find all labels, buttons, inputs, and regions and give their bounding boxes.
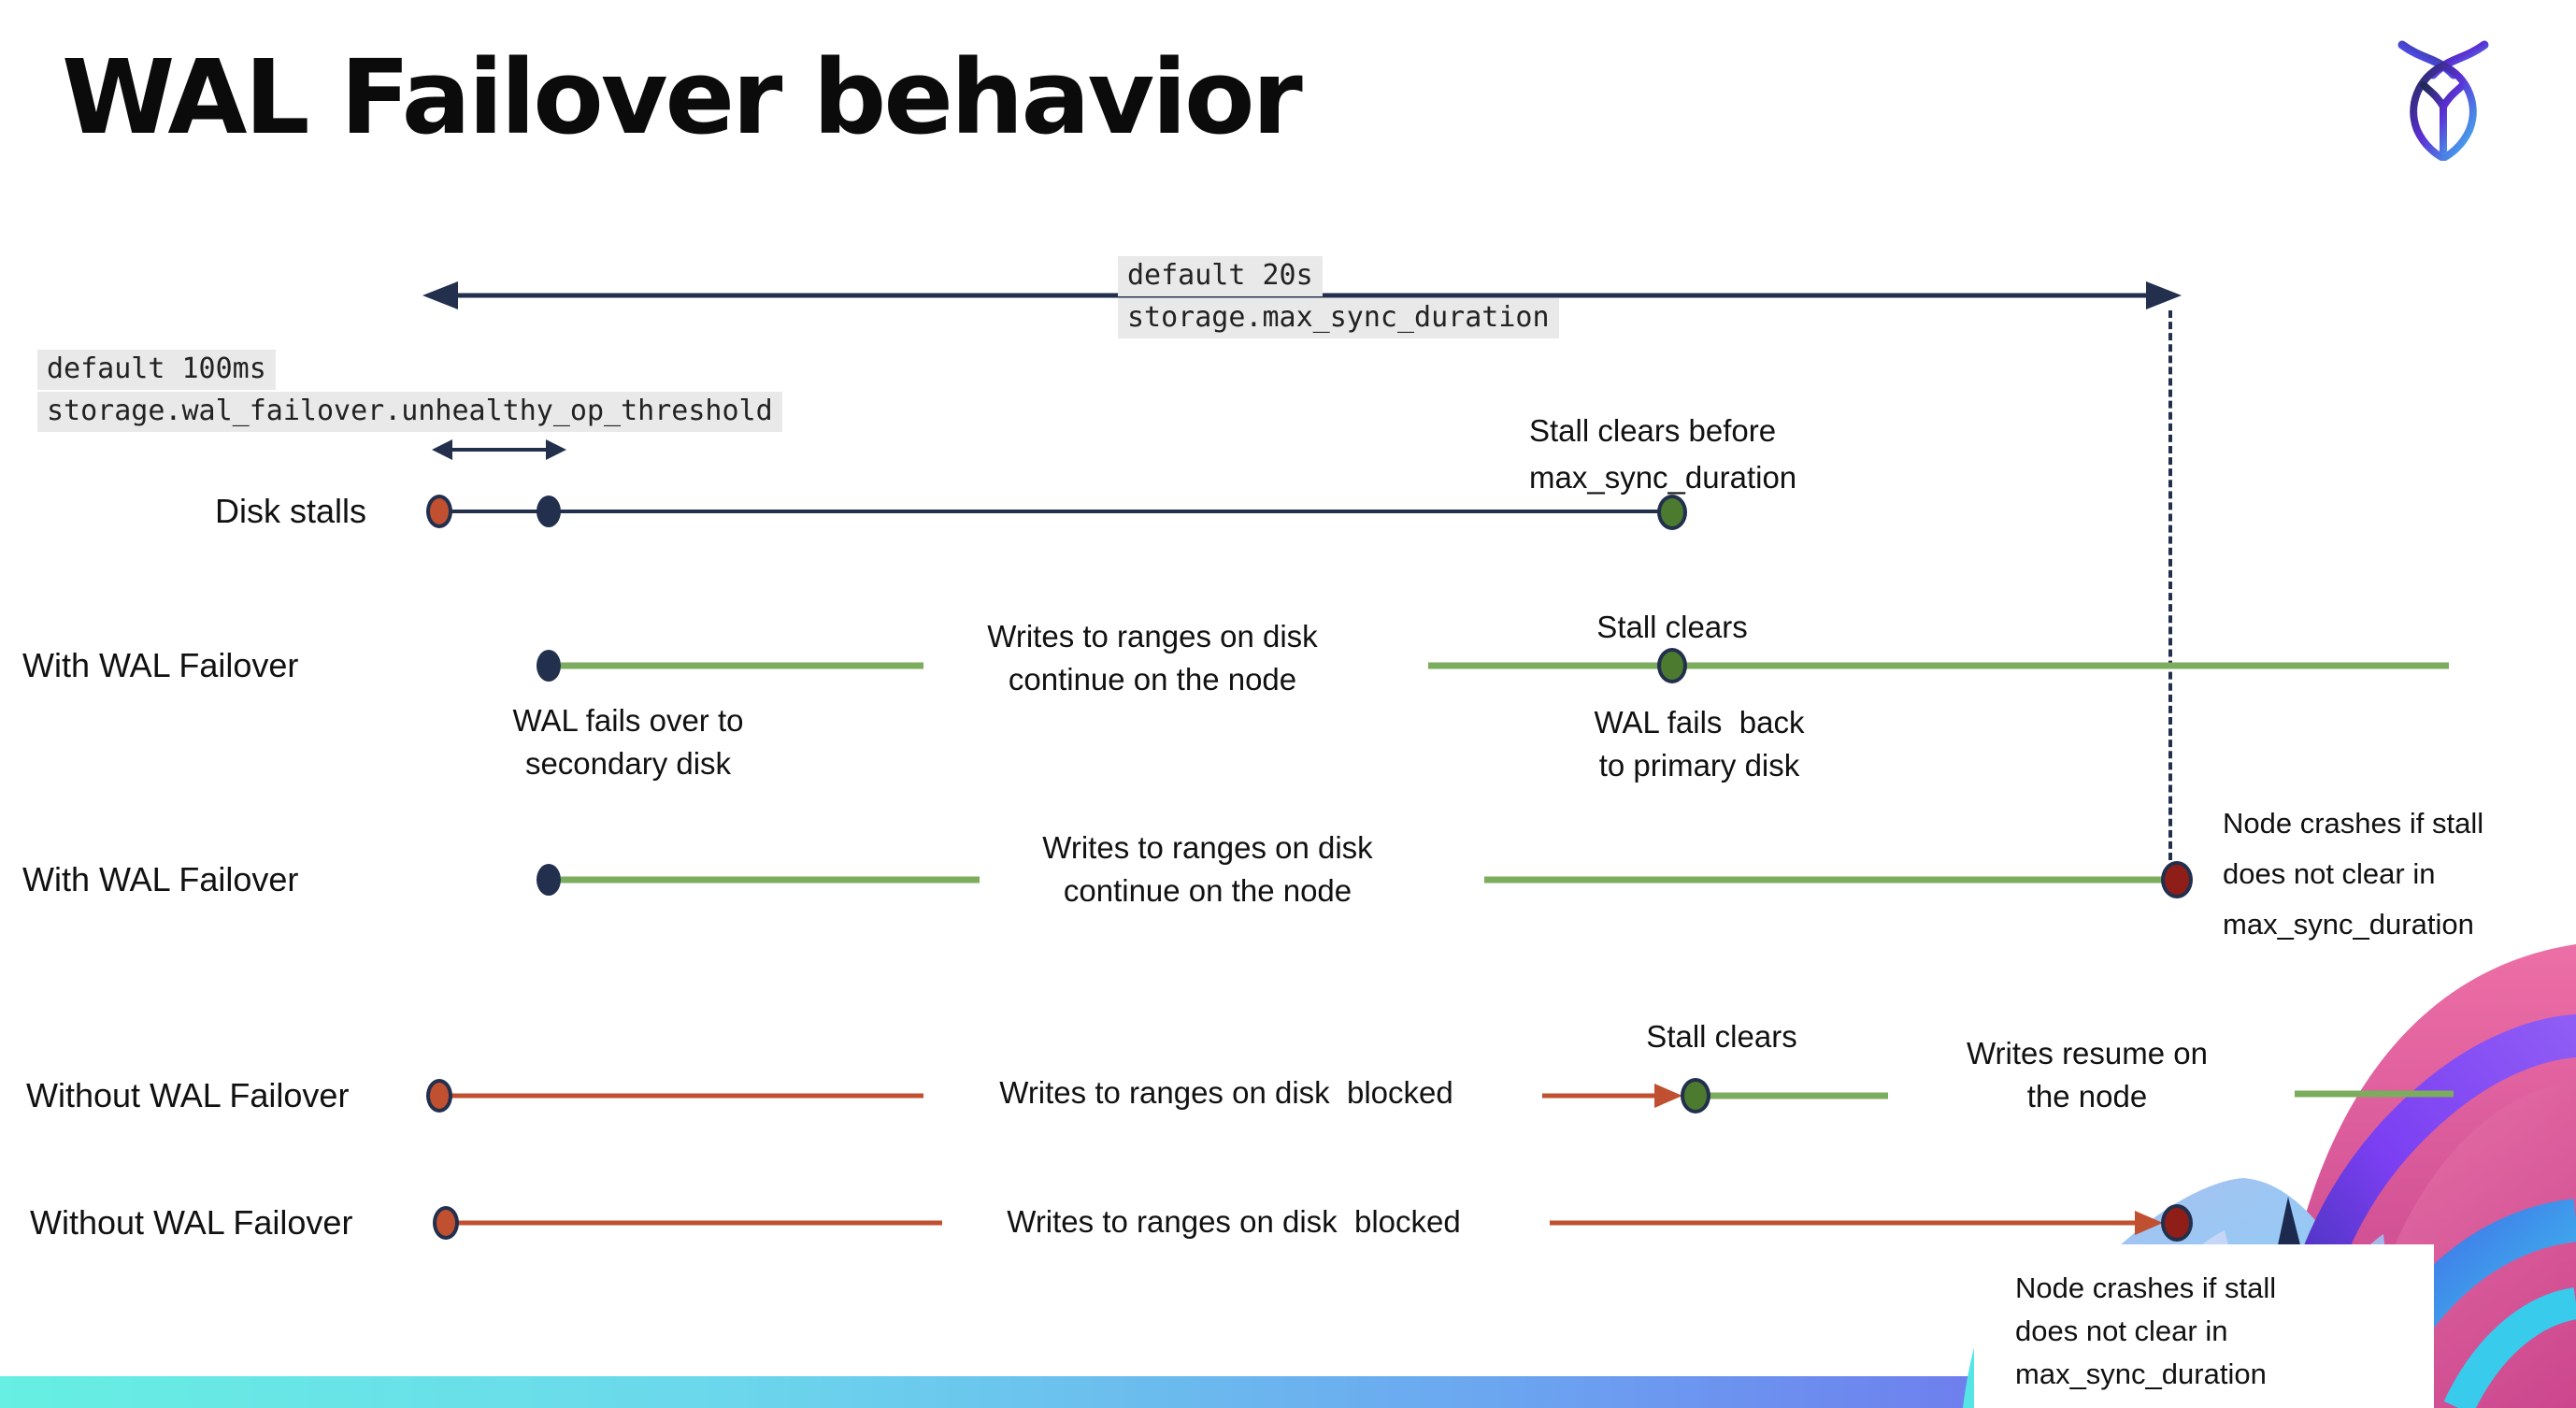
stall-clears-dot [1657, 495, 1687, 530]
max-sync-duration-config-label: default 20s storage.max_sync_duration [1118, 256, 1559, 340]
writes-blocked-line [457, 1220, 942, 1226]
writes-blocked-line [1542, 1093, 1654, 1099]
unhealthy-op-threshold-config-label: default 100ms storage.wal_failover.unhea… [37, 350, 782, 434]
arrowhead-right-icon [546, 439, 566, 460]
note-wal-fails-back: WAL fails back to primary disk [1594, 705, 1805, 783]
config-default-value: default 20s [1118, 256, 1323, 296]
note-writes-blocked: Writes to ranges on disk blocked [1007, 1204, 1461, 1239]
config-setting-name: storage.wal_failover.unhealthy_op_thresh… [37, 392, 782, 432]
writes-continue-line [1484, 876, 2173, 884]
row-label-disk-stalls: Disk stalls [215, 492, 367, 530]
note-stall-clears-before: Stall clears before max_sync_duration [1529, 413, 1797, 495]
node-crash-dot [2161, 861, 2193, 898]
max-sync-deadline-dashed-connector [2168, 310, 2172, 860]
config-default-value: default 100ms [37, 350, 276, 390]
stall-clears-dot [1657, 648, 1687, 683]
node-crash-dot [2161, 1204, 2193, 1242]
stall-start-dot [433, 1206, 459, 1240]
arrowhead-left-icon [432, 439, 452, 460]
note-writes-continue: Writes to ranges on disk continue on the… [1042, 830, 1373, 908]
row-label-without-wal-failover: Without WAL Failover [30, 1203, 353, 1242]
node-crashes-callout: Node crashes if stall does not clear in … [1974, 1244, 2434, 1408]
writes-resume-line [1696, 1092, 1888, 1099]
writes-blocked-line [451, 1093, 923, 1099]
disk-stall-timeline [439, 510, 1672, 513]
note-writes-blocked: Writes to ranges on disk blocked [999, 1075, 1453, 1110]
writes-blocked-line [1550, 1220, 2135, 1226]
writes-continue-line [561, 662, 923, 669]
writes-continue-line [1428, 662, 2449, 669]
stall-clears-dot [1681, 1078, 1710, 1113]
threshold-span-line [449, 448, 548, 452]
cockroachdb-logo-icon [2397, 40, 2489, 161]
note-writes-resume: Writes resume on the node [1967, 1036, 2208, 1113]
failover-threshold-dot [537, 496, 561, 527]
note-writes-continue: Writes to ranges on disk continue on the… [987, 619, 1318, 697]
wal-failover-dot [537, 650, 561, 682]
note-stall-clears: Stall clears [1646, 1019, 1797, 1054]
arrowhead-right-icon [2146, 281, 2182, 309]
note-stall-clears: Stall clears [1596, 610, 1748, 644]
writes-resume-line [2295, 1090, 2454, 1098]
note-node-crashes: Node crashes if stall does not clear in … [2223, 807, 2484, 941]
note-wal-fails-over: WAL fails over to secondary disk [512, 703, 744, 781]
arrowhead-right-icon [1654, 1084, 1682, 1108]
row-label-with-wal-failover: With WAL Failover [22, 646, 299, 684]
stall-start-dot [426, 1079, 452, 1113]
arrowhead-right-icon [2135, 1211, 2163, 1235]
wal-failover-dot [537, 864, 561, 896]
row-label-with-wal-failover: With WAL Failover [22, 860, 299, 898]
arrowhead-left-icon [422, 281, 458, 309]
page-title: WAL Failover behavior [62, 37, 1303, 157]
stall-start-dot [426, 495, 452, 528]
writes-continue-line [561, 876, 980, 884]
config-setting-name: storage.max_sync_duration [1118, 298, 1559, 338]
row-label-without-wal-failover: Without WAL Failover [26, 1076, 350, 1114]
